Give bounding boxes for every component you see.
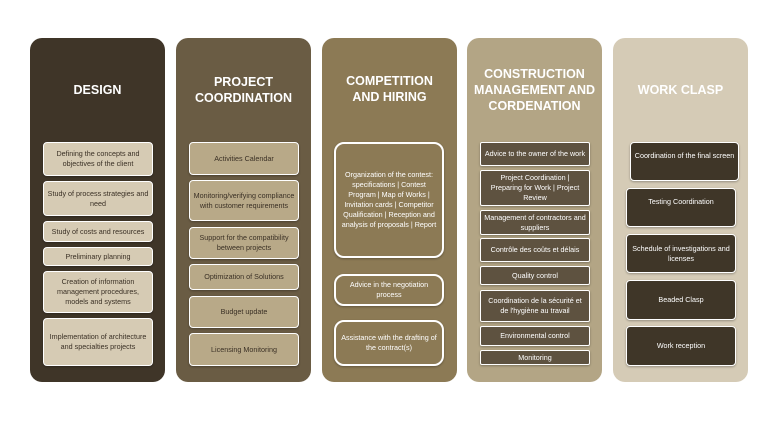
item: Quality control <box>480 266 590 285</box>
column-design: DESIGN Defining the concepts and objecti… <box>30 38 165 382</box>
column-construction-management: CONSTRUCTION MANAGEMENT AND CORDENATION … <box>467 38 602 382</box>
item: Budget update <box>189 296 299 328</box>
item: Preliminary planning <box>43 247 153 266</box>
item: Environmental control <box>480 326 590 346</box>
item: Defining the concepts and objectives of … <box>43 142 153 176</box>
item: Coordination of the final screen <box>630 142 739 181</box>
item: Monitoring <box>480 350 590 365</box>
item: Implementation of architecture and speci… <box>43 318 153 366</box>
item: Creation of information management proce… <box>43 271 153 313</box>
item: Study of costs and resources <box>43 221 153 242</box>
item: Monitoring/verifying compliance with cus… <box>189 180 299 221</box>
item: Optimization of Solutions <box>189 264 299 290</box>
column-competition-and-hiring: COMPETITION AND HIRING Organization of t… <box>322 38 457 382</box>
column-title: COMPETITION AND HIRING <box>346 74 433 104</box>
column-title: PROJECT COORDINATION <box>195 75 292 105</box>
column-title: WORK CLASP <box>637 83 724 97</box>
item: Schedule of investigations and licenses <box>626 234 736 273</box>
item: Study of process strategies and need <box>43 181 153 216</box>
item: Coordination de la sécurité et de l'hygi… <box>480 290 590 322</box>
column-project-coordination: PROJECT COORDINATION Activities Calendar… <box>176 38 311 382</box>
item: Project Coordination | Preparing for Wor… <box>480 170 590 206</box>
item: Organization of the contest: specificati… <box>334 142 444 258</box>
item: Support for the compatibility between pr… <box>189 227 299 259</box>
column-work-clasp: WORK CLASP Coordination of the final scr… <box>613 38 748 382</box>
item: Activities Calendar <box>189 142 299 175</box>
item: Testing Coordination <box>626 188 736 227</box>
item: Advice to the owner of the work <box>480 142 590 166</box>
item: Advice in the negotiation process <box>334 274 444 306</box>
item: Licensing Monitoring <box>189 333 299 366</box>
item: Contrôle des coûts et délais <box>480 238 590 262</box>
column-title: CONSTRUCTION MANAGEMENT AND CORDENATION <box>473 67 596 113</box>
item: Beaded Clasp <box>626 280 736 320</box>
item: Management of contractors and suppliers <box>480 210 590 235</box>
item: Work reception <box>626 326 736 366</box>
item: Assistance with the drafting of the cont… <box>334 320 444 366</box>
column-title: DESIGN <box>73 83 122 97</box>
